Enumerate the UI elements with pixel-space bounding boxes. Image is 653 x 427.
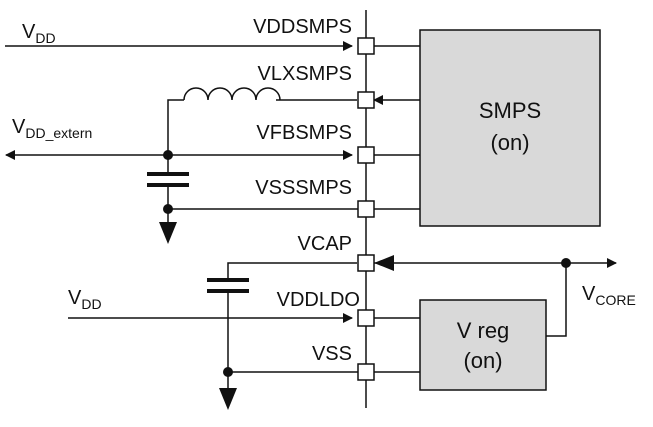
smps-block xyxy=(419,29,601,227)
vcap-pin-arrow xyxy=(374,255,394,271)
pin-vcap-label: VCAP xyxy=(298,233,352,255)
smps-ground-arrow xyxy=(159,222,177,244)
vdd-extern-label: VDD_extern xyxy=(12,116,92,141)
pin-vfbsmps-label: VFBSMPS xyxy=(256,122,352,144)
vlx-wire-left xyxy=(167,99,184,155)
smps-label-line2: (on) xyxy=(490,130,529,155)
vcore-label: VCORE xyxy=(582,283,636,308)
ldo-ground-arrow xyxy=(219,388,237,410)
pin-vss-label: VSS xyxy=(312,343,352,365)
vreg-label-line2: (on) xyxy=(463,348,502,373)
pad-vsssmps xyxy=(357,200,375,218)
vreg-label-line1: V reg xyxy=(457,318,510,343)
pin-vlxsmps-label: VLXSMPS xyxy=(258,63,352,85)
pin-vsssmps-label: VSSSMPS xyxy=(255,177,352,199)
vreg-block xyxy=(419,299,547,391)
vcap-cap-wire xyxy=(227,262,357,280)
pad-vfbsmps xyxy=(357,146,375,164)
pin-vddldo-label: VDDLDO xyxy=(277,289,360,311)
vdd-bottom-label: VDD xyxy=(68,287,102,312)
pad-vlxsmps xyxy=(357,91,375,109)
pin-vddsmps-label: VDDSMPS xyxy=(253,16,352,38)
pad-vss xyxy=(357,363,375,381)
pad-vddsmps xyxy=(357,37,375,55)
pad-vddldo xyxy=(357,309,375,327)
inductor-symbol xyxy=(183,87,281,101)
smps-label-line1: SMPS xyxy=(479,98,541,123)
pad-vcap xyxy=(357,254,375,272)
vreg-output-wire xyxy=(546,263,567,337)
vdd-top-label: VDD xyxy=(22,21,56,46)
